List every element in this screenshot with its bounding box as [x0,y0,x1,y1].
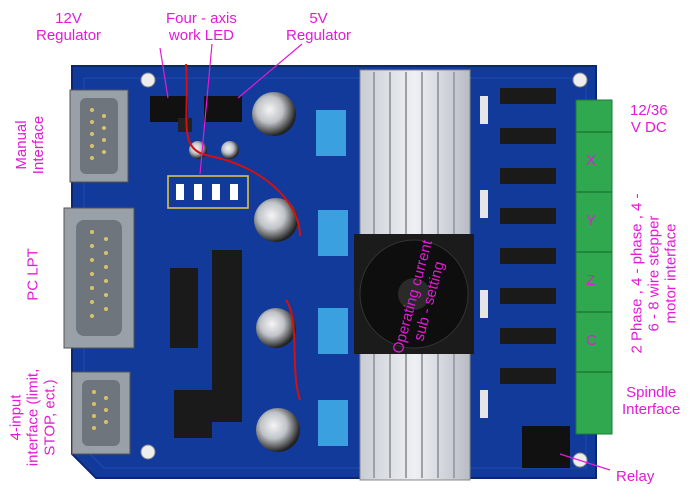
label-line: 12V [55,10,82,27]
led-block [167,175,249,209]
capacitor [256,308,296,348]
ic-chip [170,268,198,348]
dip-switch [318,210,348,256]
label-4-input-interface: 4-input interface (limit, STOP, ect.) [8,343,59,493]
cooling-fan [354,234,474,354]
input-db-connector [71,371,131,455]
regulator-12v [150,96,188,122]
label-spindle-interface: Spindle Interface [622,384,680,418]
label-line: Interface [30,115,47,175]
label-line: Four - axis [166,10,237,27]
label-stepper-motor-interface: 2 Phase , 4 - phase , 4 - 6 - 8 wire ste… [629,174,680,374]
label-line: work LED [168,27,234,44]
label-line: motor interface [662,223,680,324]
label-work-led: Four - axis work LED [166,10,237,44]
dip-switch [318,308,348,354]
axis-label-c: C [586,332,597,349]
label-manual-interface: Manual Interface [13,105,47,185]
axis-label-x: X [586,152,597,169]
label-5v-regulator: 5V Regulator [286,10,351,44]
label-line: 2 Phase , 4 - phase , 4 - [628,193,646,354]
terminal-block-strip [575,99,613,435]
label-line: interface (limit, [24,368,42,467]
label-line: Manual [13,120,30,170]
regulator-5v [204,96,242,122]
manual-db-connector [69,89,129,183]
capacitor [252,92,296,136]
dip-switch [318,400,348,446]
optocoupler-array [212,250,242,422]
capacitor [254,198,298,242]
label-line: 5V [309,10,328,27]
label-line: 4-input [7,394,25,441]
label-power-input: 12/36 V DC [630,102,668,136]
lpt-db25-connector [63,207,135,349]
label-line: 6 - 8 wire stepper [645,215,663,332]
axis-label-y: Y [586,212,597,229]
label-line: V DC [630,119,667,136]
axis-label-z: Z [586,272,596,289]
label-line: Spindle [626,384,677,401]
label-line: Regulator [286,27,352,44]
label-line: Interface [622,401,681,418]
relay [522,426,570,468]
label-line: 12/36 [630,102,668,119]
label-relay: Relay [616,468,655,485]
label-12v-regulator: 12V Regulator [36,10,101,44]
label-line: STOP, ect.) [41,379,59,456]
dip-switch [316,110,346,156]
label-line: Regulator [36,27,102,44]
label-pc-lpt: PC LPT [24,248,42,301]
capacitor [256,408,300,452]
